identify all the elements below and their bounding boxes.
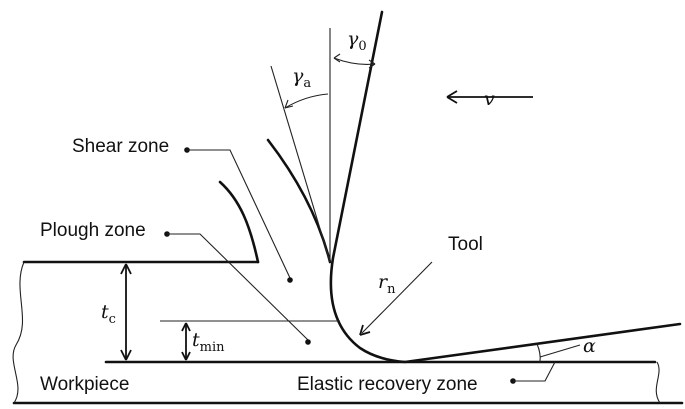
gamma-a-arrow	[284, 99, 294, 109]
rn-arrow-head	[359, 324, 371, 336]
tmin-arrow-top	[181, 322, 191, 332]
shear-zone-leader-line	[187, 149, 291, 279]
tc-symbol: tc	[101, 301, 116, 327]
alpha-leader-line	[539, 344, 581, 358]
plough-chip-curve	[218, 180, 260, 264]
workpiece-left-break	[12, 261, 25, 404]
gamma0-arc	[333, 57, 376, 65]
tool-label: Tool	[448, 234, 483, 255]
gamma0-arrow-left	[333, 53, 341, 63]
tmin-symbol: tmin	[192, 329, 225, 355]
rn-leader-line	[361, 261, 433, 334]
tool	[329, 10, 682, 364]
plough-zone-leader-line	[167, 233, 309, 341]
workpiece-label: Workpiece	[40, 374, 129, 395]
gamma-a-arc	[284, 93, 329, 109]
plough-zone-label: Plough zone	[40, 220, 146, 241]
tc-arrow-bottom	[120, 349, 132, 361]
alpha-arc	[536, 343, 541, 363]
tool-outline	[329, 10, 682, 364]
gamma0-arrow-right	[368, 59, 376, 69]
tmin-arrow-bottom	[181, 351, 191, 361]
plough-zone-point	[305, 339, 311, 345]
tc-arrow-top	[120, 263, 132, 275]
workpiece	[12, 260, 684, 405]
gamma-a-symbol: γa	[292, 65, 311, 91]
rn-symbol: rn	[378, 271, 396, 297]
shear-zone-label: Shear zone	[72, 136, 169, 157]
gamma0-symbol: γ0	[347, 28, 367, 54]
shear-zone-point	[287, 277, 293, 283]
elastic-zone-leader-line	[513, 361, 556, 382]
workpiece-right-break	[655, 361, 661, 404]
elastic-recovery-zone-label: Elastic recovery zone	[297, 374, 478, 395]
effective-rake-line	[270, 65, 331, 263]
alpha-symbol: α	[583, 335, 596, 357]
velocity-symbol: v	[484, 88, 495, 110]
velocity-arrow-head	[446, 90, 458, 104]
